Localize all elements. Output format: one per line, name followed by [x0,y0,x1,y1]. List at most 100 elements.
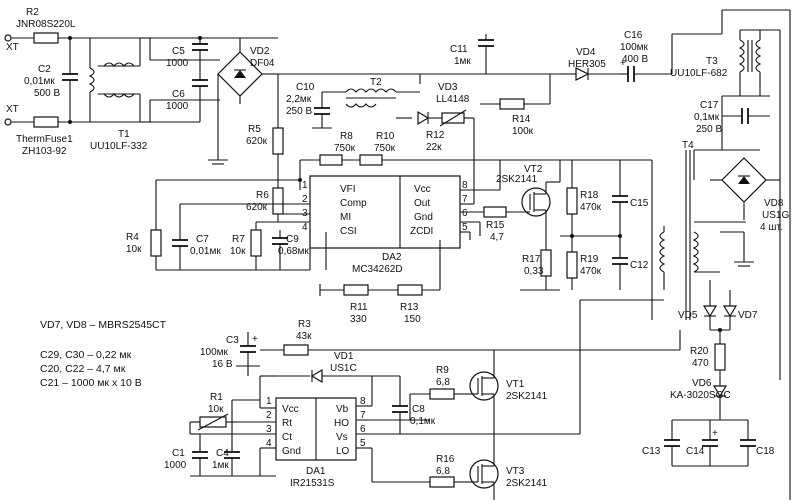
r3-value: 43к [296,331,312,342]
da1-pin6: 6 [360,424,366,435]
vd6-value: KA-3020SGC [670,390,731,401]
c7-value: 0,01мк [190,246,221,257]
da1-pin3: 3 [266,424,272,435]
c12-label: C12 [630,260,649,271]
c9-label: C9 [286,234,299,245]
r18-label: R18 [580,190,599,201]
vt2-transistor [521,187,551,217]
r11-resistor [343,284,369,296]
c10-value: 2,2мк [286,94,312,105]
r20-value: 470 [692,358,709,369]
c16-plus: + [620,58,626,69]
c17-label: C17 [700,100,719,111]
r13-resistor [397,284,423,296]
vd3-label: VD3 [438,82,458,93]
da2-label: DA2 [382,252,402,263]
r7-label: R7 [232,234,245,245]
c17-voltage: 250 В [696,124,722,135]
r15-resistor [483,206,507,218]
da2-csi: CSI [340,226,357,237]
vt3-value: 2SK2141 [506,478,548,489]
r6-value: 620к [246,202,268,213]
r9-value: 6,8 [436,377,450,388]
r15-value: 4,7 [490,232,504,243]
da1-value: IR21531S [290,478,335,489]
xt1-label: XT [6,42,19,53]
c9-value: 0,68мк [278,246,309,257]
da2-value: MC34262D [352,264,403,275]
da2-pin7: 7 [462,194,468,205]
da2-pin3: 3 [302,208,308,219]
r14-value: 100к [512,126,534,137]
vd1-label: VD1 [334,351,354,362]
r12-value: 22к [426,142,442,153]
da2-pin5: 5 [462,222,468,233]
r7-resistor [250,229,262,257]
vd7-diode [722,305,738,318]
r14-label: R14 [512,114,531,125]
r20-label: R20 [690,346,709,357]
r16-value: 6,8 [436,466,450,477]
da1-label: DA1 [306,466,326,477]
t3-value: UU10LF-682 [670,68,728,79]
r19-resistor [566,251,578,279]
da2-zcdi: ZCDI [410,226,433,237]
da1-pin8: 8 [360,396,366,407]
r6-label: R6 [256,190,269,201]
t3-label: T3 [706,56,718,67]
c10-voltage: 250 В [286,106,312,117]
da2-vfi: VFI [340,184,356,195]
da2-pin2: 2 [302,194,308,205]
da2-out: Out [414,198,430,209]
r8-resistor [319,154,343,166]
da1-pin4: 4 [266,438,272,449]
vd5-diode [702,305,718,318]
da1-vcc: Vcc [282,404,299,415]
note-line-4: C21 – 1000 мк х 10 В [40,377,142,389]
r2-resistor [33,32,59,44]
da1-pin2: 2 [266,410,272,421]
c5-value: 1000 [166,58,189,69]
r10-label: R10 [376,131,395,142]
r15-label: R15 [486,220,505,231]
r20-resistor [714,343,726,371]
r17-value: 0,33 [524,266,544,277]
t2-label: T2 [370,77,382,88]
vd3-value: LL4148 [436,94,470,105]
r5-value: 620к [246,136,268,147]
da2-gnd: Gnd [414,212,433,223]
r11-label: R11 [350,302,368,313]
vd8-count: 4 шт. [760,222,783,233]
xt2-terminal [4,118,12,126]
vt1-value: 2SK2141 [506,391,548,402]
r8-value: 750к [334,143,356,154]
note-line-3: C20, C22 – 4,7 мк [40,363,126,375]
vt3-transistor [469,459,499,489]
r13-label: R13 [400,302,419,313]
r18-value: 470к [580,202,602,213]
c16-voltage: 400 В [622,54,648,65]
c1-value: 1000 [164,460,187,471]
vt2-value: 2SK2141 [496,174,538,185]
c2-value: 0,01мк [24,76,55,87]
pfc-section: + [126,30,672,325]
t2-coil [345,88,397,93]
c5-label: C5 [172,46,185,57]
c3-label: C3 [226,335,239,346]
c18-label: C18 [756,446,775,457]
r10-value: 750к [374,143,396,154]
r2-value: JNR08S220L [16,19,76,30]
thermfuse-label: ThermFuse1 [16,134,73,145]
vt2-label: VT2 [524,164,543,175]
c3-value: 100мк [200,347,229,358]
da1-vb: Vb [336,404,349,415]
da2-vcc: Vcc [414,184,431,195]
c10-label: C10 [296,82,315,93]
c4-label: C4 [216,448,229,459]
vd5-label: VD5 [678,310,698,321]
c13-label: C13 [642,446,661,457]
t1-coil-left [88,67,95,93]
c17-value: 0,1мк [694,112,720,123]
vd4-label: VD4 [576,47,596,58]
